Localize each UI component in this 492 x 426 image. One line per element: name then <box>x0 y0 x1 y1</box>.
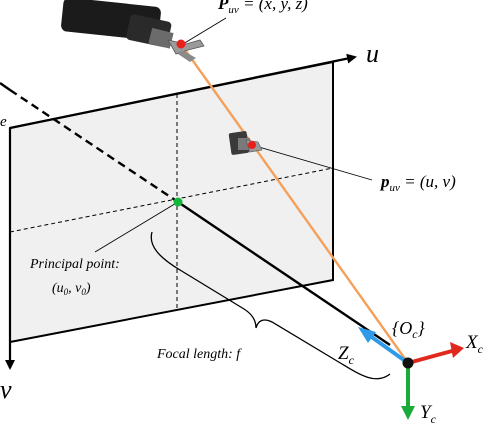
x-axis-arrowhead <box>450 342 464 358</box>
y-axis-arrowhead <box>401 406 415 420</box>
u-axis-label: u <box>366 39 379 68</box>
u-axis-line <box>9 53 357 130</box>
principal-point-marker <box>173 197 183 207</box>
edge-e-label: e <box>0 114 7 130</box>
y-axis-label: Yc <box>420 402 437 426</box>
principal-point-leader <box>94 201 179 253</box>
z-axis-arrow <box>364 331 410 365</box>
z-axis-arrowhead <box>358 327 376 343</box>
focal-length-label: Focal length: f <box>156 347 242 362</box>
v-axis-label: v <box>0 375 12 404</box>
surgical-instrument-icon <box>61 0 205 62</box>
pixel-point-marker <box>248 141 256 149</box>
optical-axis-outer <box>0 82 11 91</box>
projection-ray <box>180 43 409 364</box>
x-axis-label: Xc <box>465 332 484 356</box>
z-axis-label: Zc <box>338 343 355 367</box>
pixel-point-leader <box>251 144 373 181</box>
optical-axis-dashed <box>9 89 179 203</box>
camera-frame-label: {Oc} <box>392 318 426 341</box>
world-point-leader <box>182 17 227 45</box>
image-plane <box>9 60 334 344</box>
optical-axis-solid <box>177 201 391 346</box>
plane-horizontal-divider <box>9 167 334 233</box>
pixel-point-label: puv = (u, v) <box>379 172 456 194</box>
principal-point-coords: (u0, v0) <box>52 281 91 297</box>
focal-length-brace <box>150 231 391 380</box>
camera-origin <box>402 357 414 369</box>
world-point-label: Puv = (x, y, z) <box>217 0 308 16</box>
principal-point-label: Principal point: <box>29 257 120 272</box>
world-point-marker <box>176 39 186 49</box>
x-axis-arrow <box>407 349 453 365</box>
